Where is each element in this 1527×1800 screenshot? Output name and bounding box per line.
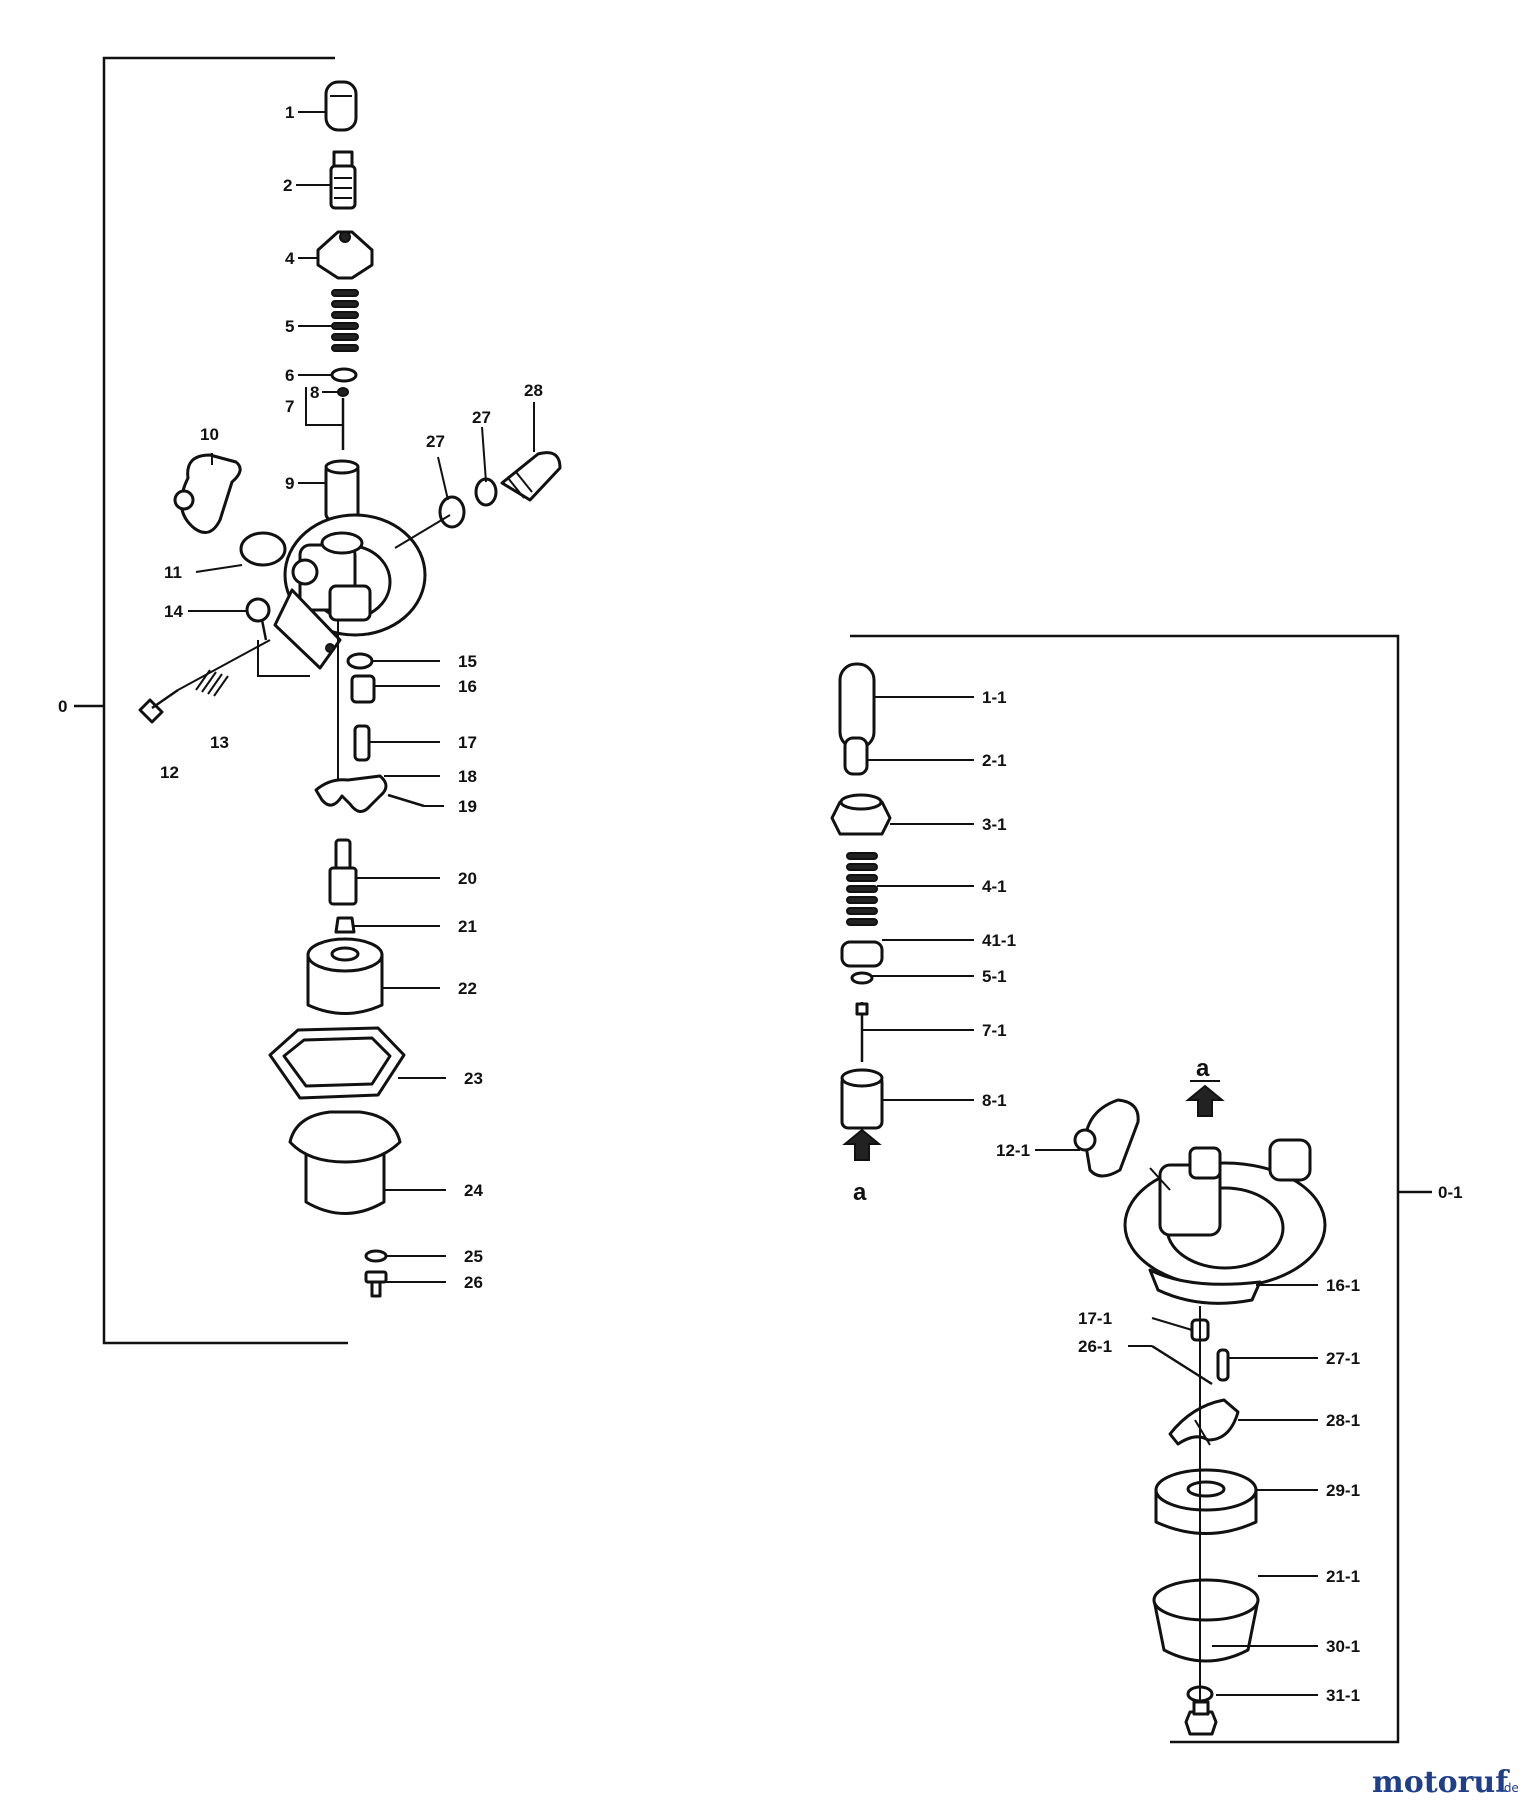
part-label-31-1: 31-1	[1326, 1686, 1360, 1705]
part-label-28-1: 28-1	[1326, 1411, 1360, 1430]
part-label-17-1: 17-1	[1078, 1309, 1112, 1328]
left-leader-lines	[188, 111, 535, 1283]
part-label-12: 12	[160, 763, 179, 782]
part-label-1: 1	[285, 103, 294, 122]
part-label-9: 9	[285, 474, 294, 493]
part-label-26: 26	[464, 1273, 483, 1292]
part-label-2: 2	[283, 176, 292, 195]
part-label-11: 11	[164, 563, 182, 582]
left-labels: 1 2 4 5 6 8 7 9 10 27 27 28 11 14 15 16 …	[160, 103, 543, 1292]
part-label-16: 16	[458, 677, 477, 696]
part-label-21: 21	[458, 917, 477, 936]
carburetor-body-left	[273, 513, 427, 670]
right-assembly-bracket: 0-1	[850, 634, 1463, 1744]
part-label-7-1: 7-1	[982, 1021, 1007, 1040]
part-label-13: 13	[210, 733, 229, 752]
part-label-22: 22	[458, 979, 477, 998]
spring-4-1	[846, 852, 878, 926]
part-label-30-1: 30-1	[1326, 1637, 1360, 1656]
part-label-3-1: 3-1	[982, 815, 1007, 834]
part-label-27-1: 27-1	[1326, 1349, 1360, 1368]
part-label-14: 14	[164, 602, 183, 621]
right-labels: 1-1 2-1 3-1 4-1 41-1 5-1 7-1 8-1 12-1 16…	[853, 688, 1360, 1705]
left-parts	[138, 80, 562, 1298]
group-label-right: 0-1	[1438, 1183, 1463, 1202]
part-label-6: 6	[285, 366, 294, 385]
part-label-4-1: 4-1	[982, 877, 1007, 896]
part-label-24: 24	[464, 1181, 483, 1200]
part-label-16-1: 16-1	[1326, 1276, 1360, 1295]
part-label-5-1: 5-1	[982, 967, 1007, 986]
part-label-29-1: 29-1	[1326, 1481, 1360, 1500]
part-label-8: 8	[310, 383, 319, 402]
part-label-28: 28	[524, 381, 543, 400]
part-label-25: 25	[464, 1247, 483, 1266]
part-label-23: 23	[464, 1069, 483, 1088]
part-label-4: 4	[285, 249, 295, 268]
part-label-27a: 27	[426, 432, 445, 451]
part-label-26-1: 26-1	[1078, 1337, 1112, 1356]
part-label-41-1: 41-1	[982, 931, 1016, 950]
part-label-7: 7	[285, 397, 294, 416]
right-leader-lines	[862, 696, 1318, 1696]
watermark-suffix: .de	[1500, 1781, 1519, 1795]
right-parts	[830, 662, 1327, 1736]
arrow-label-a-left: a	[853, 1179, 867, 1206]
part-label-12-1: 12-1	[996, 1141, 1030, 1160]
part-label-10: 10	[200, 425, 219, 444]
carburetor-body-right	[1123, 1138, 1327, 1305]
part-label-2-1: 2-1	[982, 751, 1007, 770]
group-label-left: 0	[58, 697, 67, 716]
watermark: motoruf .de	[1372, 1765, 1519, 1800]
part-label-15: 15	[458, 652, 477, 671]
part-label-8-1: 8-1	[982, 1091, 1007, 1110]
part-label-1-1: 1-1	[982, 688, 1007, 707]
arrow-label-a-right: a	[1196, 1055, 1210, 1082]
spring-5	[331, 289, 359, 352]
part-label-5: 5	[285, 317, 294, 336]
watermark-brand: motoruf	[1372, 1765, 1510, 1800]
part-label-19: 19	[458, 797, 477, 816]
left-assembly-bracket: 0	[58, 56, 348, 1345]
part-label-17: 17	[458, 733, 477, 752]
part-label-27b: 27	[472, 408, 491, 427]
part-label-20: 20	[458, 869, 477, 888]
part-label-21-1: 21-1	[1326, 1567, 1360, 1586]
part-label-18: 18	[458, 767, 477, 786]
